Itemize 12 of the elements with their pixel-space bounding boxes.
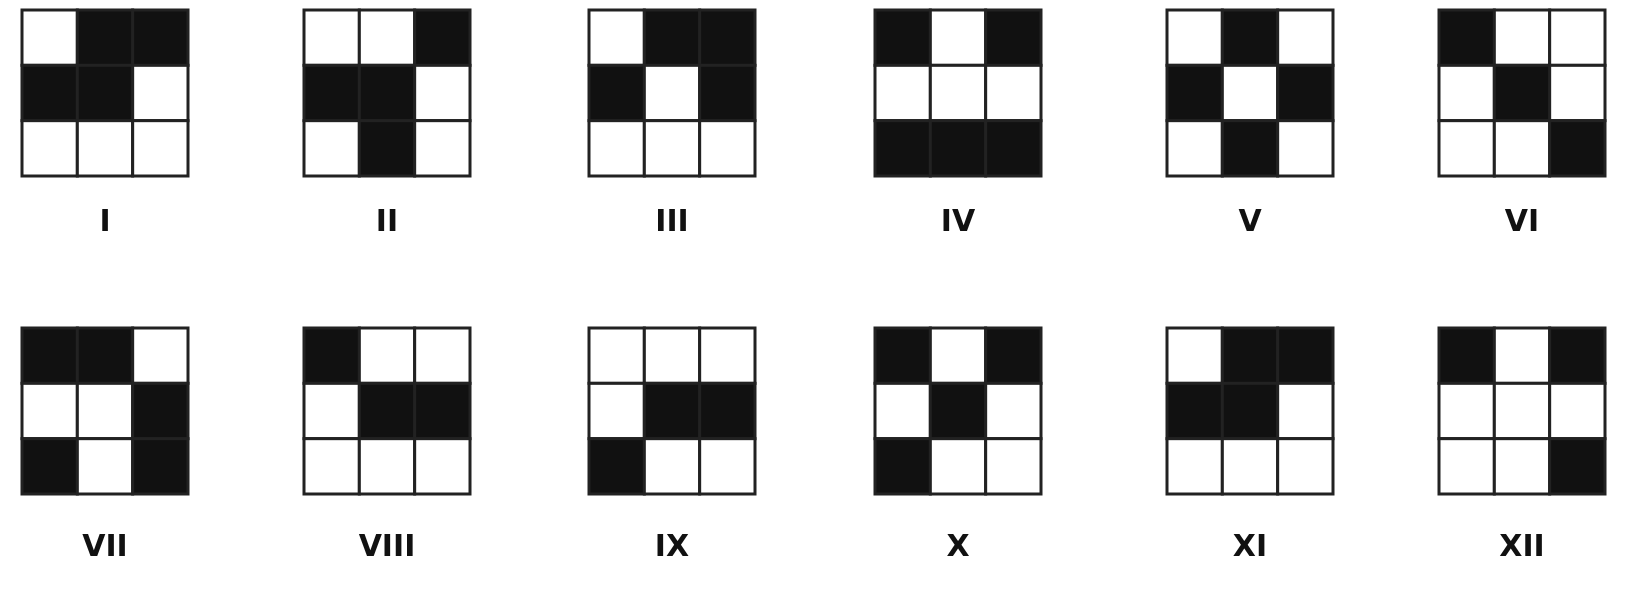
figure-numeral: VII — [81, 528, 129, 563]
figure-numeral: IX — [653, 528, 691, 563]
figure-numeral: VIII — [357, 528, 417, 563]
figure-numeral: III — [654, 203, 690, 238]
figure-numeral: XII — [1498, 528, 1546, 563]
figure-numeral: V — [1237, 203, 1263, 238]
figure-numeral: VI — [1503, 203, 1541, 238]
figure-numeral: I — [98, 203, 112, 238]
figure-numeral: IV — [939, 203, 977, 238]
figure-numeral: XI — [1231, 528, 1269, 563]
figure-numeral: II — [374, 203, 400, 238]
figure-numeral: X — [945, 528, 971, 563]
